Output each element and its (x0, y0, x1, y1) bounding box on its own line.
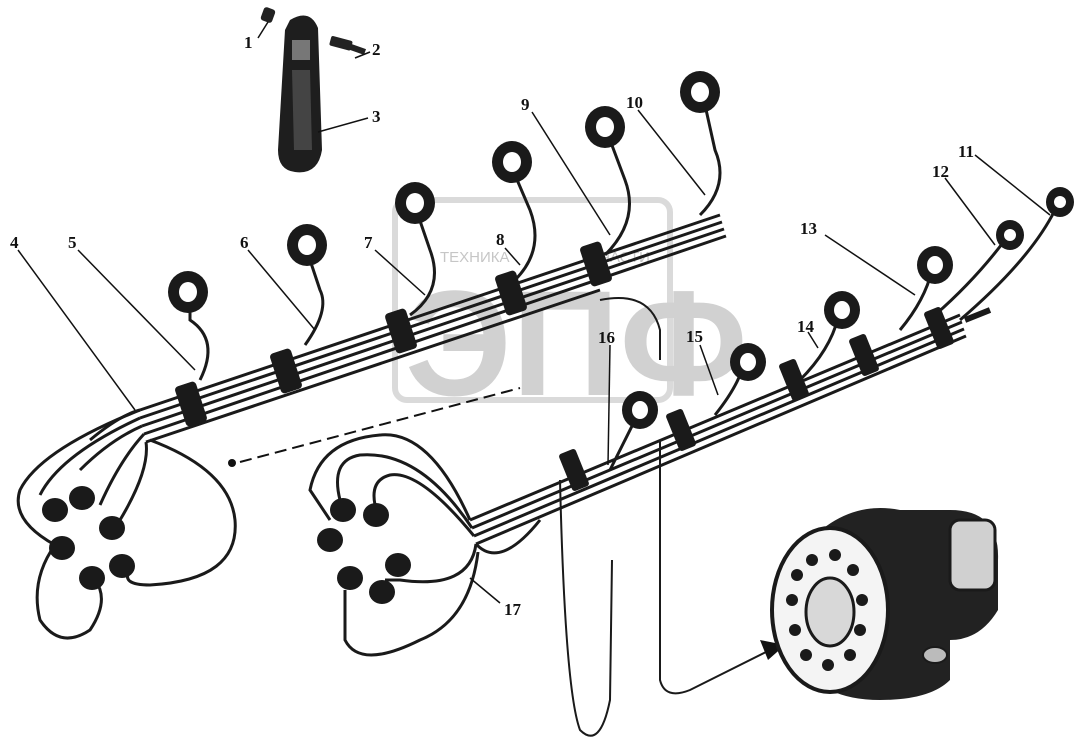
callout-1: 1 (244, 33, 253, 52)
part-nut (260, 7, 276, 23)
callout-10: 10 (626, 93, 643, 112)
upper-eyelets (168, 71, 720, 313)
return-line (559, 297, 771, 737)
watermark-right-text: ЧАСТИ (600, 249, 650, 266)
pump-ports (786, 549, 868, 671)
pointer-line (239, 387, 521, 463)
callout-13: 13 (800, 219, 817, 238)
callout-12: 12 (932, 162, 949, 181)
callout-14: 14 (797, 317, 815, 336)
lower-eyelets (622, 187, 1074, 429)
callout-16: 16 (598, 328, 615, 347)
callout-15: 15 (686, 327, 703, 346)
eyelet-12 (1046, 187, 1074, 217)
callout-9: 9 (521, 95, 530, 114)
lower-harness-bundle (308, 313, 967, 657)
callout-17: 17 (504, 600, 522, 619)
callout-5: 5 (68, 233, 77, 252)
callout-6: 6 (240, 233, 249, 252)
pump-center (804, 576, 856, 648)
eyelet-6 (680, 71, 720, 113)
callout-11: 11 (958, 142, 974, 161)
part-bolt (329, 36, 366, 55)
eyelet-3 (395, 182, 435, 224)
watermark-frame (392, 197, 673, 403)
fuel-pump-head (770, 508, 999, 700)
eyelet-7 (622, 391, 658, 429)
pointer-dot (228, 459, 236, 467)
callout-4: 4 (10, 233, 19, 252)
eyelet-9 (824, 291, 860, 329)
eyelet-11 (996, 220, 1024, 250)
eyelet-2 (287, 224, 327, 266)
part-clamp-plate (278, 15, 322, 173)
left-fittings (42, 486, 135, 590)
upper-risers (188, 104, 722, 381)
lower-fittings (317, 498, 411, 604)
eyelet-8 (730, 343, 766, 381)
callout-8: 8 (496, 230, 505, 249)
callout-3: 3 (372, 107, 381, 126)
watermark-left-text: ТЕХНИКА (440, 249, 510, 266)
eyelet-10 (917, 246, 953, 284)
eyelet-4 (492, 141, 532, 183)
lower-clamps (559, 306, 954, 492)
leader-lines (17, 21, 1051, 604)
callout-2: 2 (372, 40, 381, 59)
upper-clamps (175, 241, 612, 427)
callout-7: 7 (364, 233, 373, 252)
callouts: 1 2 3 4 5 6 7 8 9 10 11 12 13 14 15 16 1… (10, 33, 974, 619)
eyelet-5 (585, 106, 625, 148)
eyelet-1 (168, 271, 208, 313)
upper-harness-bundle (16, 213, 727, 640)
